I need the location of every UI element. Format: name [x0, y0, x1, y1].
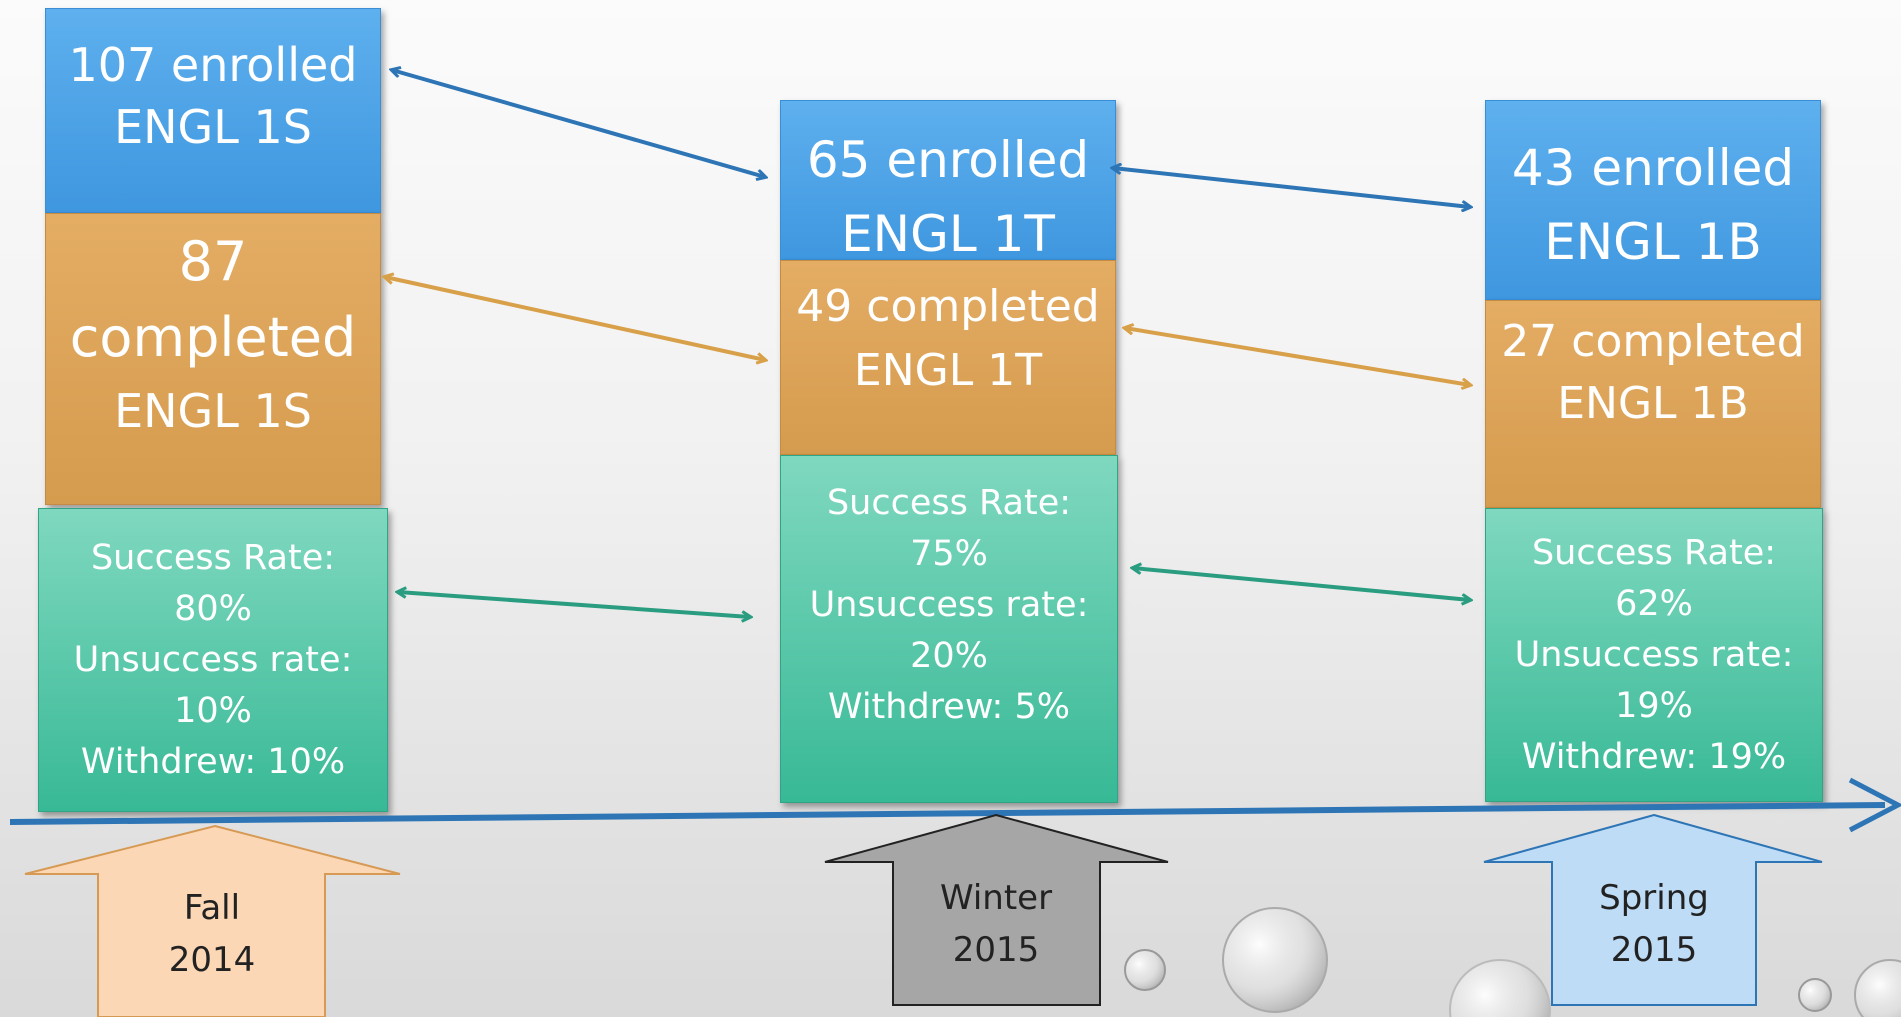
fall-completed-count: 87: [178, 230, 248, 293]
enrolled-arrow-fall-winter: [392, 70, 765, 177]
spring-success-label: Success Rate:: [1531, 532, 1777, 573]
spring-rates-box: Success Rate: 62% Unsuccess rate: 19% Wi…: [1485, 508, 1823, 802]
winter-enrolled-count: 65 enrolled: [806, 131, 1090, 189]
bubble-decoration: [1222, 907, 1328, 1013]
winter-completed-count: 49 completed: [796, 281, 1100, 332]
completed-arrow-winter-spring: [1125, 328, 1470, 385]
winter-enrolled-box: 65 enrolled ENGL 1T: [780, 100, 1116, 263]
fall-completed-course: ENGL 1S: [114, 384, 312, 438]
fall-season-year: 2014: [168, 940, 256, 980]
winter-withdrew: Withdrew: 5%: [828, 687, 1070, 727]
spring-completed-course: ENGL 1B: [1557, 378, 1749, 429]
fall-success-label: Success Rate:: [90, 537, 336, 578]
fall-enrolled-box: 107 enrolled ENGL 1S: [45, 8, 381, 213]
winter-completed-course: ENGL 1T: [853, 345, 1043, 396]
fall-completed-box: 87 completed ENGL 1S: [45, 213, 381, 505]
fall-withdrew: Withdrew: 10%: [80, 741, 346, 782]
enrolled-arrow-winter-spring: [1113, 168, 1470, 207]
timeline-arrowhead: [1848, 777, 1901, 833]
winter-unsuccess-value: 20%: [910, 636, 988, 676]
spring-completed-box: 27 completed ENGL 1B: [1485, 300, 1821, 508]
spring-completed-count: 27 completed: [1501, 316, 1805, 367]
bubble-decoration: [1449, 959, 1551, 1017]
winter-unsuccess-label: Unsuccess rate:: [809, 585, 1089, 625]
spring-season-year: 2015: [1610, 930, 1698, 970]
spring-unsuccess-value: 19%: [1615, 685, 1693, 726]
completed-arrow-fall-winter: [385, 277, 765, 360]
winter-season-arrow: [824, 813, 1169, 1006]
spring-enrolled-box: 43 enrolled ENGL 1B: [1485, 100, 1821, 300]
fall-season-label: Fall 2014: [112, 882, 312, 986]
fall-season-name: Fall: [183, 888, 241, 928]
rates-arrow-fall-winter: [398, 592, 750, 617]
fall-enrolled-count: 107 enrolled: [68, 38, 358, 92]
fall-unsuccess-label: Unsuccess rate:: [73, 639, 353, 680]
winter-rates-box: Success Rate: 75% Unsuccess rate: 20% Wi…: [780, 455, 1118, 803]
spring-unsuccess-label: Unsuccess rate:: [1514, 634, 1794, 675]
fall-enrolled-course: ENGL 1S: [114, 100, 312, 154]
winter-success-label: Success Rate:: [826, 483, 1072, 523]
spring-season-label: Spring 2015: [1554, 872, 1754, 976]
winter-season-name: Winter: [939, 878, 1053, 918]
spring-enrolled-count: 43 enrolled: [1511, 139, 1795, 197]
winter-season-year: 2015: [952, 930, 1040, 970]
bubble-decoration: [1798, 978, 1832, 1012]
fall-season-arrow: [24, 824, 401, 1017]
fall-rates-box: Success Rate: 80% Unsuccess rate: 10% Wi…: [38, 508, 388, 812]
fall-success-value: 80%: [174, 588, 252, 629]
winter-success-value: 75%: [910, 534, 988, 574]
spring-enrolled-course: ENGL 1B: [1544, 213, 1762, 271]
fall-unsuccess-value: 10%: [174, 690, 252, 731]
bubble-decoration: [1854, 959, 1901, 1017]
winter-enrolled-course: ENGL 1T: [841, 205, 1055, 263]
spring-season-name: Spring: [1599, 878, 1709, 918]
spring-withdrew: Withdrew: 19%: [1521, 736, 1787, 777]
timeline-axis: [9, 802, 1886, 825]
spring-season-arrow: [1483, 813, 1823, 1006]
rates-arrow-winter-spring: [1133, 568, 1470, 600]
bubble-decoration: [1124, 949, 1166, 991]
winter-completed-box: 49 completed ENGL 1T: [780, 260, 1116, 455]
spring-success-value: 62%: [1615, 583, 1693, 624]
fall-completed-label: completed: [69, 306, 357, 369]
winter-season-label: Winter 2015: [896, 872, 1096, 976]
